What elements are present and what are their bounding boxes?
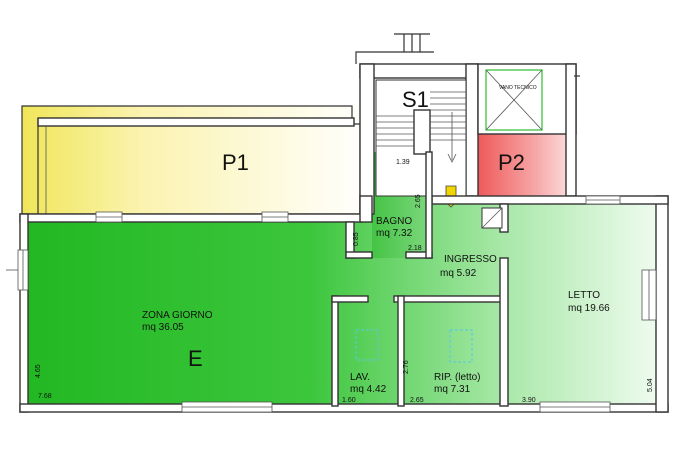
terrace-parapet <box>37 117 355 127</box>
room-area-letto: mq 19.66 <box>568 303 610 314</box>
room-name-zona-giorno: ZONA GIORNO <box>142 310 213 321</box>
room-area-bagno: mq 7.32 <box>376 228 413 239</box>
room-area-ingresso: mq 5.92 <box>440 268 477 279</box>
room-name-rip: RIP. (letto) <box>434 372 481 383</box>
zone-label-e: E <box>188 346 203 371</box>
room-name-bagno: BAGNO <box>376 216 412 227</box>
vano-tecnico-cross-b <box>485 69 543 131</box>
dimension-label: 1.60 <box>342 397 356 404</box>
rip-fixture <box>449 329 473 363</box>
roof-structure <box>355 33 434 64</box>
dimension-label: 0.85 <box>353 232 360 246</box>
dimension-label: 2.65 <box>410 397 424 404</box>
dimension-label: 4.65 <box>35 364 42 378</box>
room-area-rip: mq 7.31 <box>434 384 471 395</box>
room-name-letto: LETTO <box>568 290 600 301</box>
room-name-lav: LAV. <box>350 372 370 383</box>
zone-label-p2: P2 <box>498 150 525 175</box>
dimension-label: 2.76 <box>403 360 410 374</box>
room-area-zona-giorno: mq 36.05 <box>142 322 184 333</box>
p2-wall-right <box>565 63 577 197</box>
outer-walls <box>19 195 669 413</box>
room-name-ingresso: INGRESSO <box>444 254 497 265</box>
room-area-lav: mq 4.42 <box>350 384 387 395</box>
dimension-label: 2.65 <box>415 194 422 208</box>
zone-label-p1: P1 <box>222 150 249 175</box>
dimension-label: 2.18 <box>408 245 422 252</box>
stair-core <box>359 63 479 215</box>
dimension-label: 3.90 <box>522 397 536 404</box>
windows <box>6 195 657 413</box>
dimension-label: 5.04 <box>647 378 654 392</box>
dimension-label: 7.68 <box>38 393 52 400</box>
zone-p2 <box>478 132 574 196</box>
zone-label-s1: S1 <box>402 87 429 112</box>
dimension-label: 1.39 <box>396 159 410 166</box>
lav-fixture <box>355 329 379 361</box>
interior-walls <box>331 151 509 407</box>
vano-tecnico-label: VANO TECNICO <box>499 85 537 91</box>
